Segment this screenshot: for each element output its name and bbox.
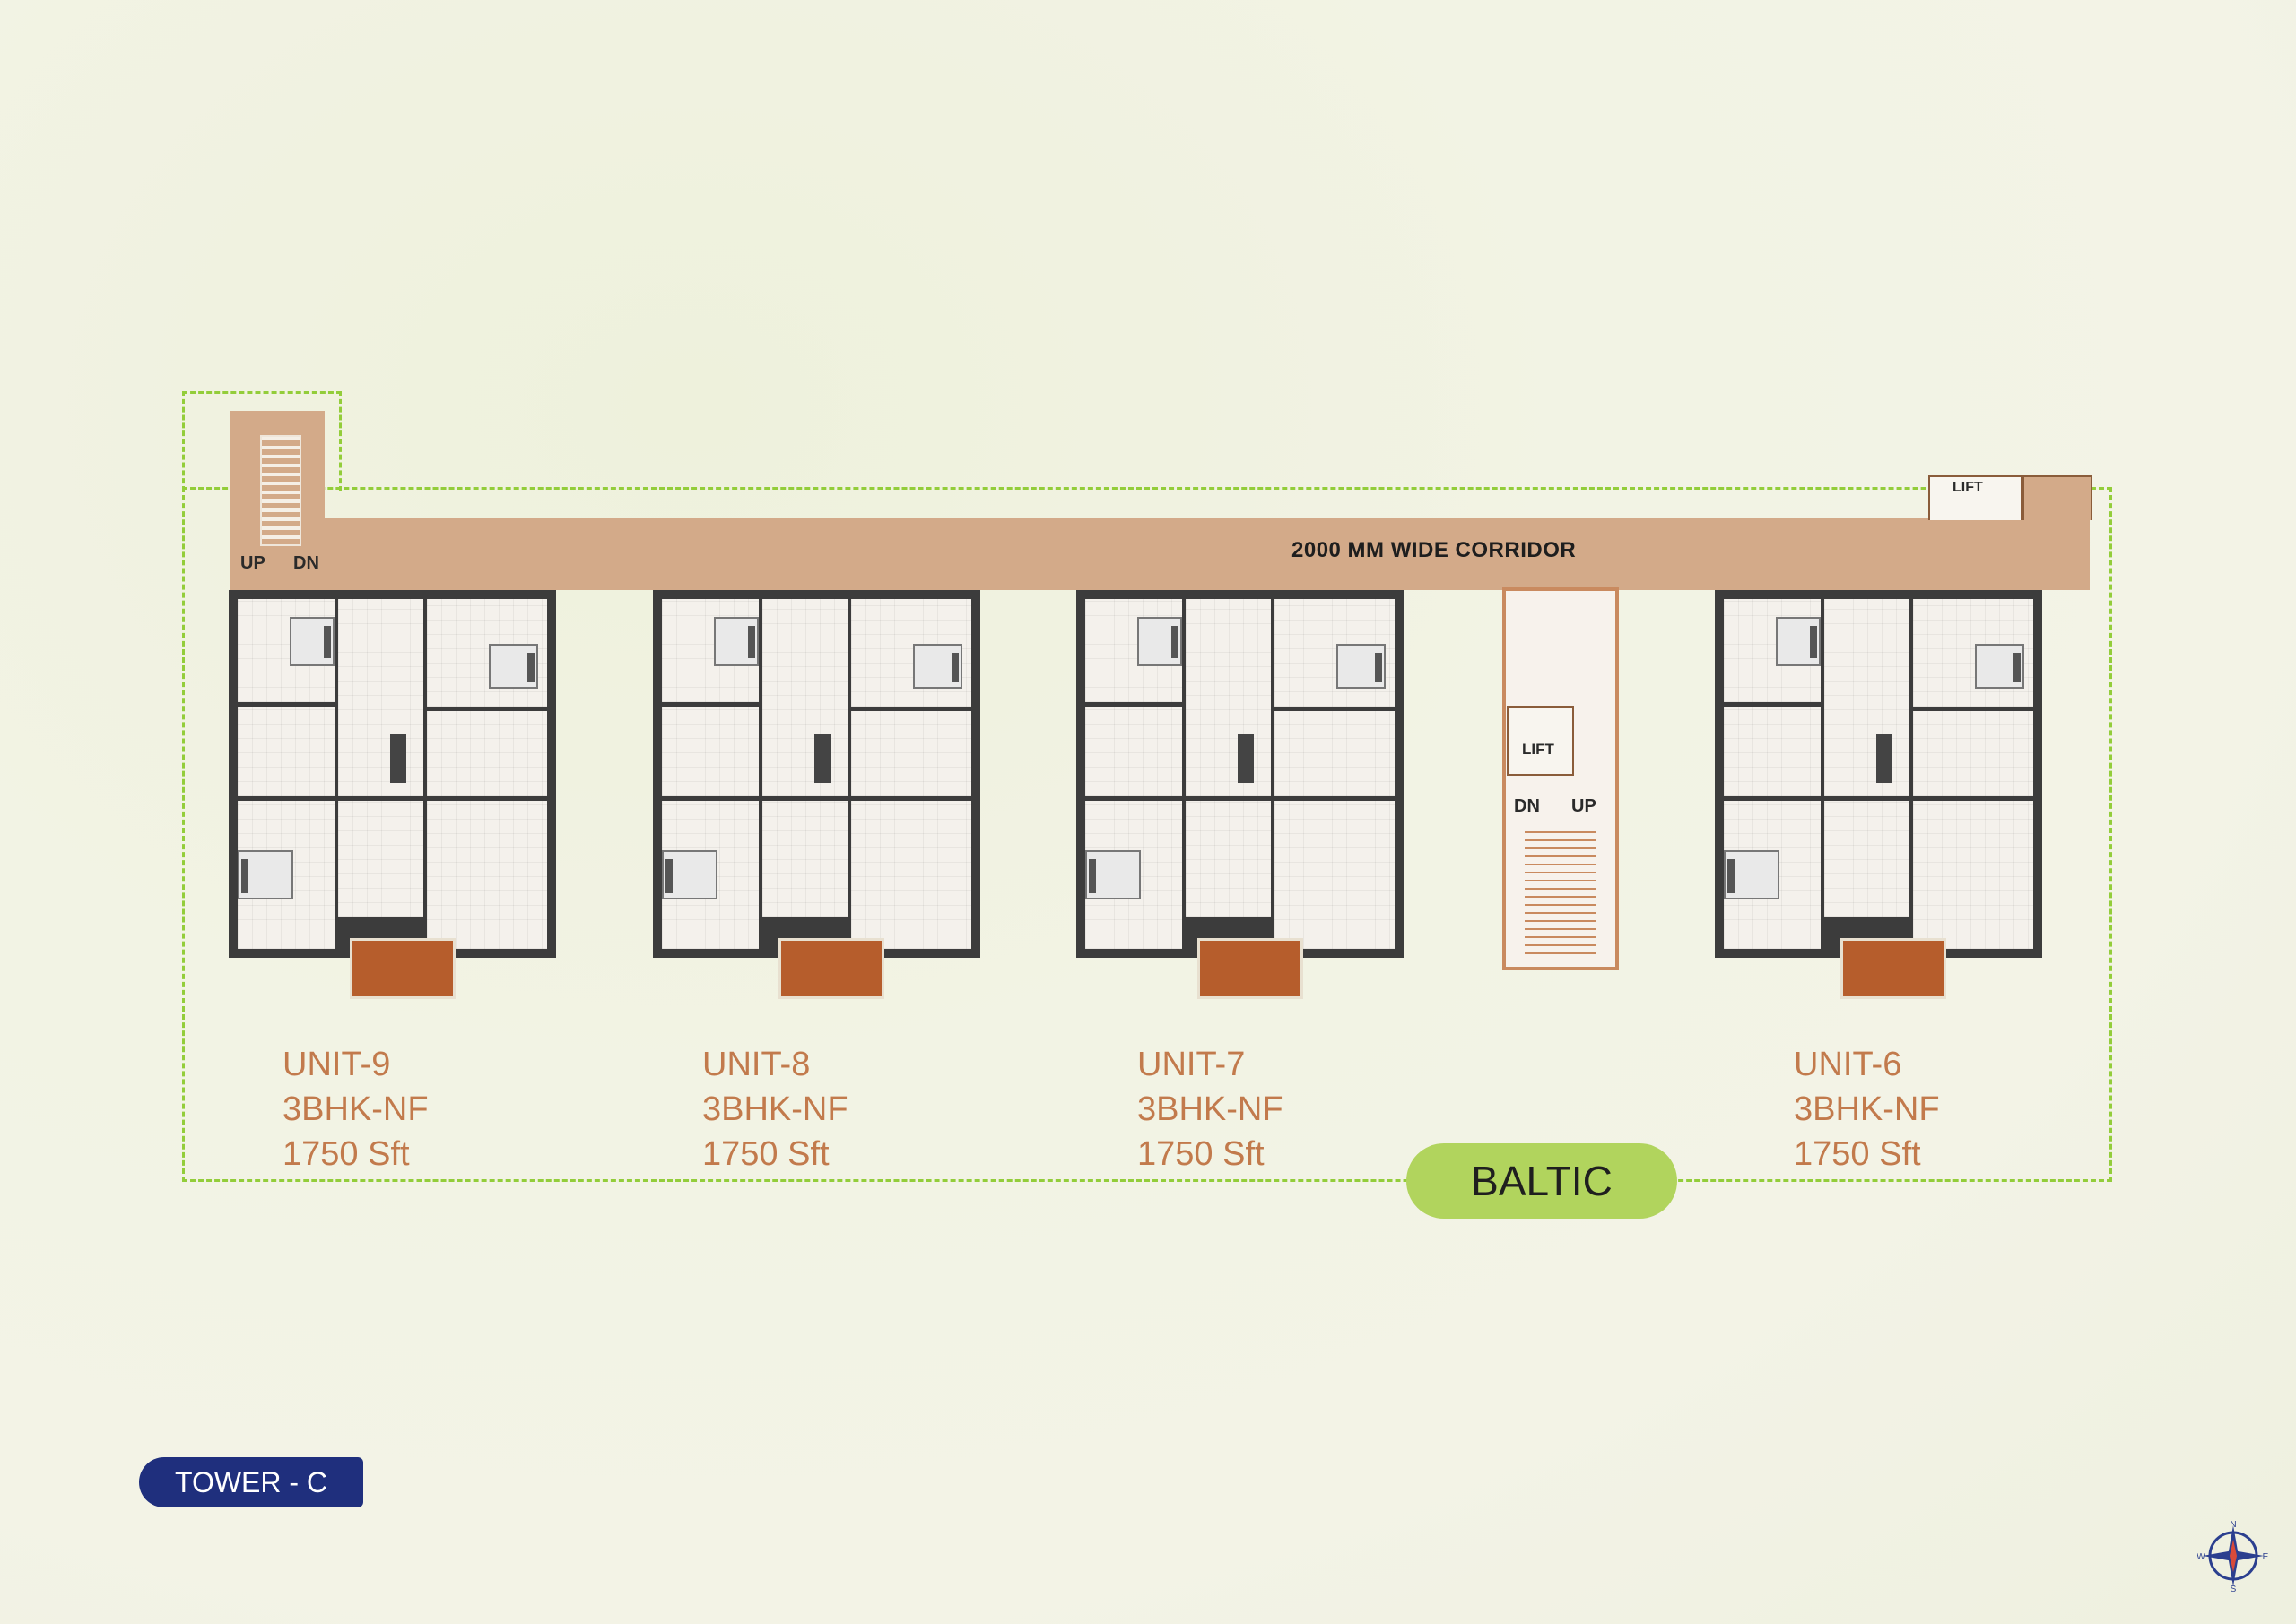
unit-label-9: UNIT-9 3BHK-NF 1750 Sft xyxy=(283,1042,429,1177)
compass-icon: N E S W xyxy=(2197,1520,2269,1592)
unit-area: 1750 Sft xyxy=(702,1135,830,1173)
unit-plan-8 xyxy=(653,590,980,999)
unit-label-6: UNIT-6 3BHK-NF 1750 Sft xyxy=(1794,1042,1940,1177)
unit-plan-7 xyxy=(1076,590,1404,999)
top-lift xyxy=(1928,475,2022,520)
compass-s: S xyxy=(2231,1585,2237,1592)
unit-type: 3BHK-NF xyxy=(1794,1090,1940,1128)
site-boundary-main xyxy=(182,487,2112,1182)
core-down-label: DN xyxy=(1514,796,1540,816)
core-lift-label: LIFT xyxy=(1522,741,1554,758)
unit-type: 3BHK-NF xyxy=(1137,1090,1283,1128)
left-stair-up-label: UP xyxy=(240,553,265,573)
unit-name: UNIT-7 xyxy=(1137,1046,1246,1083)
corridor-label: 2000 MM WIDE CORRIDOR xyxy=(1292,538,1577,562)
unit-label-8: UNIT-8 3BHK-NF 1750 Sft xyxy=(702,1042,848,1177)
core-stair-treads xyxy=(1525,825,1596,960)
unit-area: 1750 Sft xyxy=(1794,1135,1921,1173)
unit-name: UNIT-8 xyxy=(702,1046,811,1083)
unit-plan-6 xyxy=(1715,590,2042,999)
compass-n: N xyxy=(2230,1520,2236,1530)
tower-badge: TOWER - C xyxy=(139,1457,363,1507)
corridor xyxy=(318,518,2090,590)
unit-plan-9 xyxy=(229,590,556,999)
unit-type: 3BHK-NF xyxy=(283,1090,429,1128)
unit-area: 1750 Sft xyxy=(1137,1135,1265,1173)
block-name-badge: BALTIC xyxy=(1406,1143,1677,1219)
top-lift-shaft xyxy=(2022,475,2092,520)
core-up-label: UP xyxy=(1571,796,1596,816)
unit-area: 1750 Sft xyxy=(283,1135,410,1173)
compass-e: E xyxy=(2263,1552,2269,1562)
unit-label-7: UNIT-7 3BHK-NF 1750 Sft xyxy=(1137,1042,1283,1177)
left-stair-treads xyxy=(260,435,301,546)
site-boundary-stair-bump xyxy=(182,391,342,491)
unit-type: 3BHK-NF xyxy=(702,1090,848,1128)
unit-name: UNIT-9 xyxy=(283,1046,391,1083)
top-lift-label: LIFT xyxy=(1952,480,1983,495)
unit-name: UNIT-6 xyxy=(1794,1046,1902,1083)
core-lift xyxy=(1507,706,1574,776)
left-stair-down-label: DN xyxy=(293,553,319,573)
compass-w: W xyxy=(2197,1552,2205,1562)
